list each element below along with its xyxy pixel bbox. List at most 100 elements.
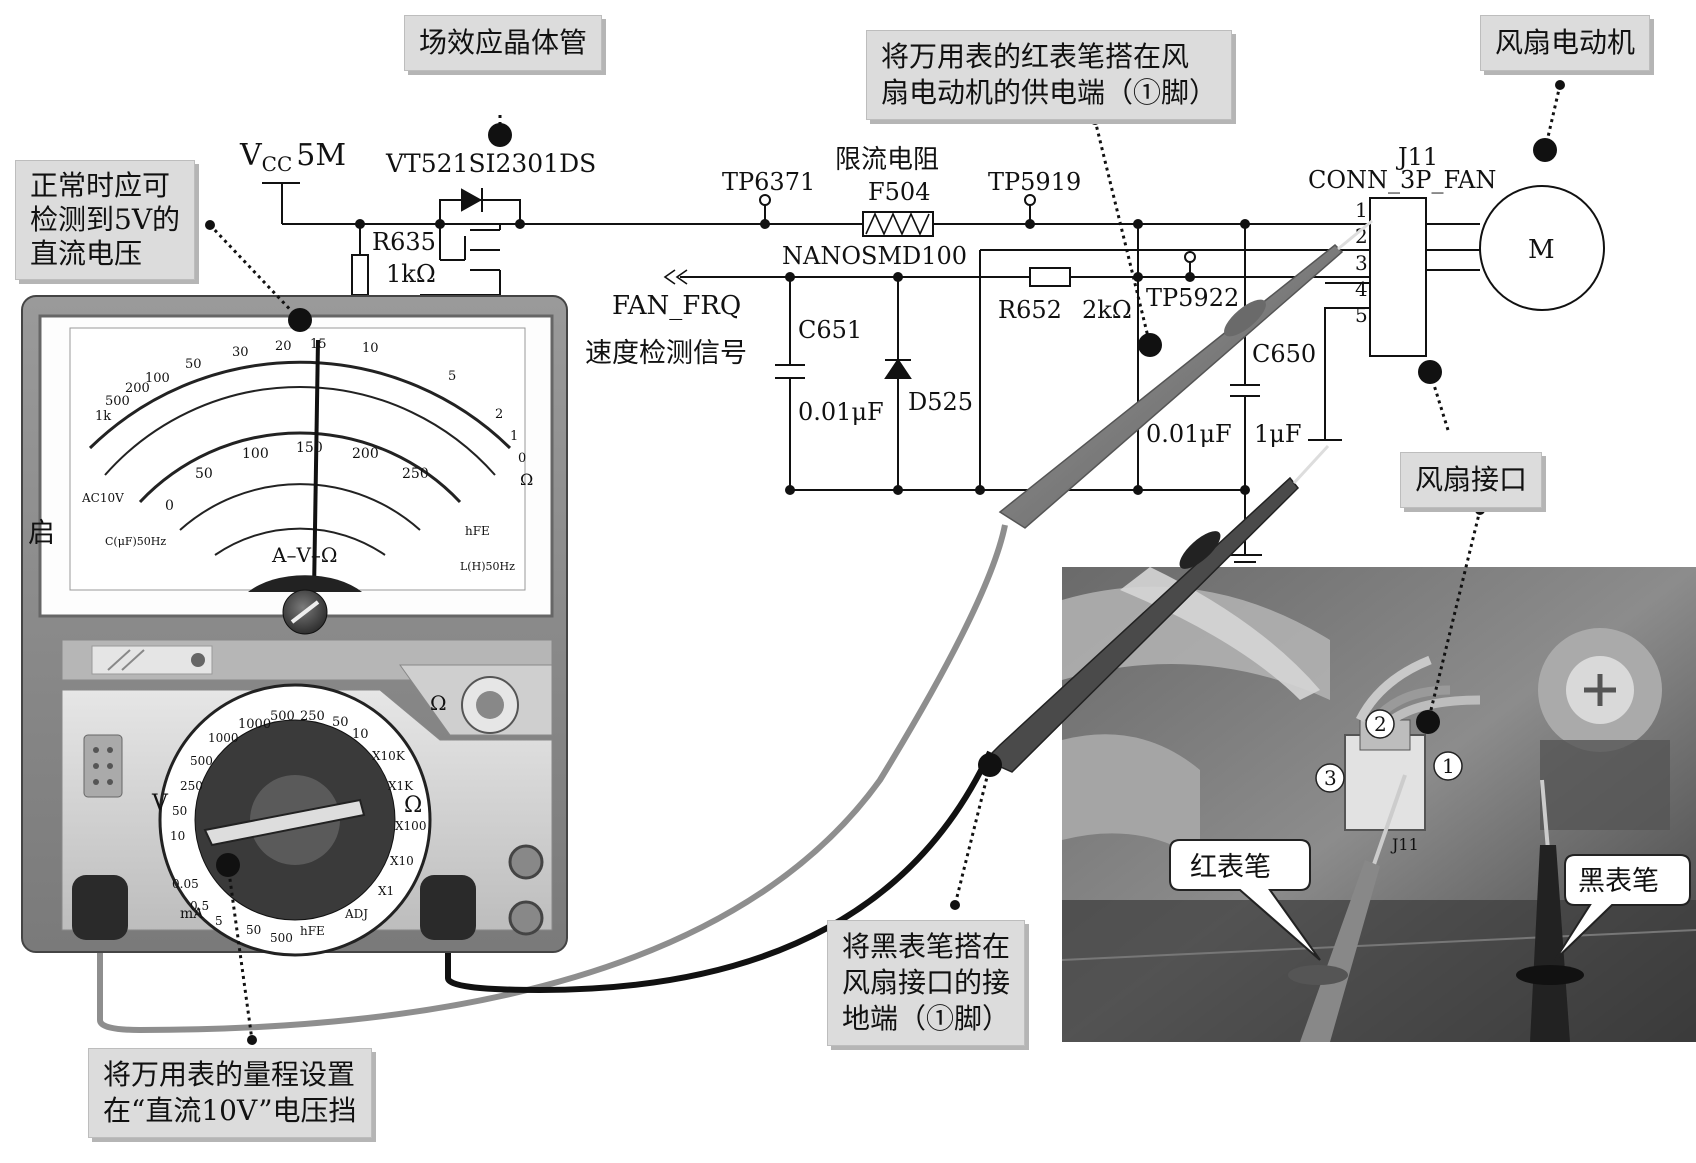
- callout-fet: 场效应晶体管: [404, 15, 603, 71]
- connector-photo: J11 2 1 3 红表笔 黑表笔: [1061, 567, 1696, 1042]
- motor-m-label: M: [1528, 235, 1555, 265]
- ohm-unit: Ω: [520, 470, 533, 489]
- r652-value: 2kΩ: [1082, 296, 1132, 324]
- callout-black-probe-placement: 将黑表笔搭在 风扇接口的接 地端（①脚）: [827, 920, 1026, 1046]
- ohm-scale-20: 20: [275, 339, 292, 354]
- dial-acv-50: 50: [172, 804, 187, 818]
- dial-acv-10: 10: [170, 829, 185, 843]
- aux-jack-1[interactable]: [508, 844, 544, 880]
- d525-label: D525: [908, 388, 973, 416]
- test-leads: [97, 524, 1008, 1034]
- fuse-title: 限流电阻: [835, 145, 939, 175]
- needle-pivot-cover: [248, 575, 362, 592]
- c651-label: C651: [798, 316, 862, 344]
- board-j11-label: J11: [1390, 835, 1419, 854]
- callout-fan-motor: 风扇电动机: [1480, 15, 1651, 71]
- black-probe: [983, 444, 1330, 773]
- dial-ma-50: 50: [246, 923, 261, 937]
- dial-v-label: V: [151, 791, 169, 816]
- avo-label: A–V–Ω: [271, 543, 337, 567]
- callout-fet-text: 场效应晶体管: [419, 26, 588, 59]
- dial-dcv-50: 50: [332, 715, 349, 730]
- dial-ma-05: 0.5: [190, 899, 209, 913]
- dial-ohm-x1: X1: [378, 884, 394, 898]
- ohm-scale-30: 30: [232, 345, 249, 360]
- partial-text: 启: [28, 518, 55, 549]
- dial-acv-500: 500: [190, 754, 213, 768]
- fan-frq-label: FAN_FRQ: [612, 291, 741, 321]
- dial-acv-1000: 1000: [208, 731, 239, 745]
- dial-ma-label: mA: [180, 906, 204, 922]
- callout-range-line1: 将万用表的量程设置: [103, 1058, 356, 1091]
- c651-value: 0.01μF: [798, 398, 884, 426]
- connector-j11: [1369, 197, 1427, 357]
- inductance-label: L(H)50Hz: [460, 560, 515, 573]
- black-probe-label: 黑表笔: [1578, 866, 1659, 897]
- dcv-scale-50: 50: [195, 466, 213, 482]
- c-value-2: 1μF: [1254, 420, 1302, 448]
- callout-normal-line2: 检测到5V的: [30, 203, 181, 236]
- tp5922-label: TP5922: [1146, 284, 1239, 312]
- dial-adj: ADJ: [344, 907, 368, 921]
- ohm-scale-1: 1: [510, 429, 518, 444]
- fet-diode-frame: [439, 199, 521, 224]
- ohm-adjust-label: Ω: [430, 691, 447, 715]
- pin-1: 1: [1355, 198, 1368, 222]
- pin-2: 2: [1355, 224, 1368, 248]
- callout-red-line1: 将万用表的红表笔搭在风: [881, 40, 1190, 73]
- v-ohm-jack[interactable]: [420, 875, 476, 940]
- com-jack[interactable]: [72, 875, 128, 940]
- fet-diode-arrow: [461, 188, 483, 212]
- meter-needle: [312, 339, 320, 593]
- ohm-scale-50: 50: [185, 357, 202, 372]
- pin-5: 5: [1355, 303, 1368, 327]
- fet-part-label: VT521SI2301DS: [385, 149, 596, 178]
- dcv-scale-250: 250: [402, 466, 429, 482]
- ohm-scale-200: 200: [125, 381, 150, 396]
- dcv-scale-150: 150: [296, 440, 323, 456]
- dial-dcv-10: 10: [352, 727, 369, 742]
- ac10v-label: AC10V: [81, 491, 124, 505]
- j11-label: J11: [1395, 143, 1438, 171]
- photo-pin-3: 3: [1324, 766, 1337, 790]
- aux-jack-2[interactable]: [508, 900, 544, 936]
- callout-black-line1: 将黑表笔搭在: [842, 930, 1011, 963]
- conn-label: CONN_3P_FAN: [1308, 166, 1496, 194]
- dial-ohm-x10k: X10K: [372, 749, 406, 763]
- red-probe: [998, 219, 1373, 529]
- dial-ohm-x100: X100: [395, 819, 426, 833]
- ohm-scale-10: 10: [362, 341, 379, 356]
- callout-normal-voltage: 正常时应可 检测到5V的 直流电压: [15, 160, 196, 280]
- dial-acv-250: 250: [180, 779, 203, 793]
- r635-value: 1kΩ: [386, 260, 436, 288]
- callout-normal-line1: 正常时应可: [30, 169, 171, 202]
- callout-black-line2: 风扇接口的接: [842, 966, 1011, 999]
- dcv-scale-100: 100: [242, 446, 269, 462]
- nanosmd-label: NANOSMD100: [782, 242, 967, 270]
- callout-range-setting: 将万用表的量程设置 在“直流10V”电压挡: [88, 1048, 372, 1138]
- capacitance-label: C(μF)50Hz: [105, 535, 166, 548]
- schematic: [262, 182, 1605, 570]
- dial-ohm-label: Ω: [404, 793, 422, 818]
- dial-dcv-1000: 1000: [238, 717, 271, 732]
- callout-fan-port-text: 风扇接口: [1415, 463, 1528, 496]
- hfe-scale-label: hFE: [465, 524, 490, 538]
- dial-dcv-500: 500: [270, 709, 295, 724]
- photo-pin-2: 2: [1374, 712, 1387, 736]
- ohm-scale-100: 100: [145, 371, 170, 386]
- dial-dcv-250: 250: [300, 709, 325, 724]
- callout-range-line2: 在“直流10V”电压挡: [103, 1094, 357, 1127]
- dial-ohm-x10: X10: [390, 854, 414, 868]
- callout-fan-motor-text: 风扇电动机: [1495, 26, 1636, 59]
- dial-ohm-x1k: X1K: [388, 779, 414, 793]
- dcv-scale-0: 0: [165, 498, 174, 514]
- transistor-socket: [83, 734, 123, 798]
- callout-normal-line3: 直流电压: [30, 237, 143, 270]
- ohm-scale-0: 0: [518, 451, 526, 466]
- pin-3: 3: [1355, 251, 1368, 275]
- ohm-scale-5: 5: [448, 369, 456, 384]
- f504-label: F504: [868, 178, 930, 206]
- dial-ma-500: 500: [270, 931, 293, 945]
